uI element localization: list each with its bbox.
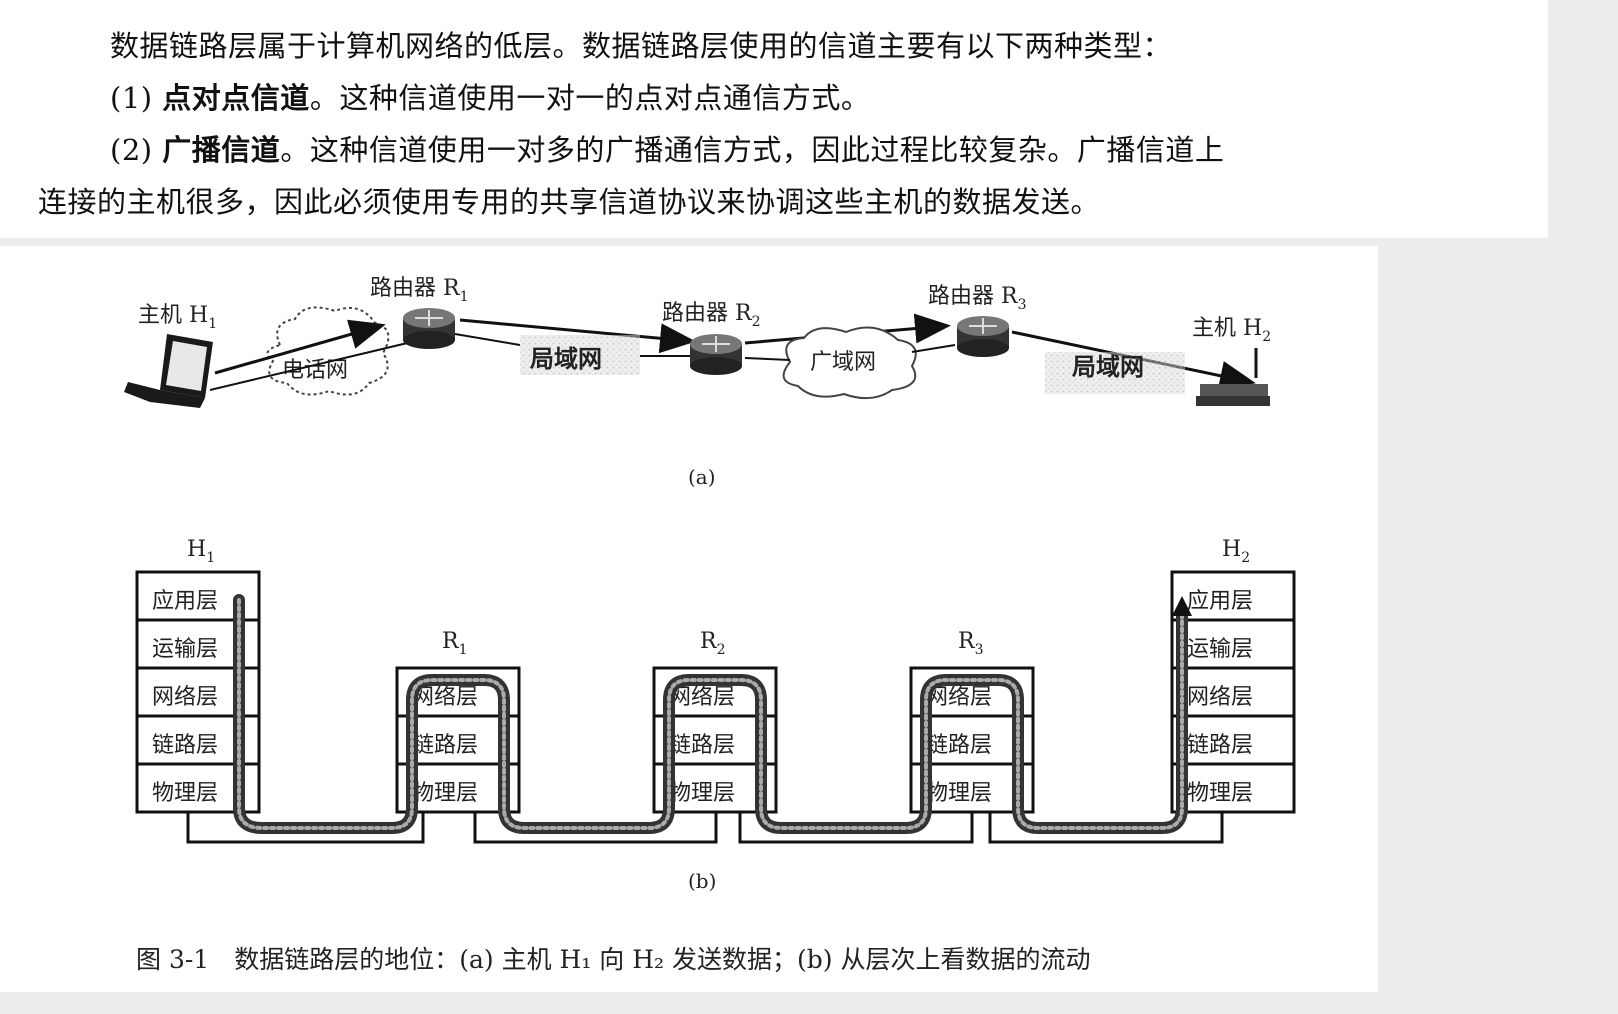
stack-h2: 应用层 运输层 网络层 链路层 物理层 H2 [1170,537,1296,814]
r3-link-layer: 链路层 [926,733,992,758]
router-r3-label: 路由器 R3 [928,284,1026,313]
lan1-area: 局域网 [520,335,640,375]
laptop-icon [124,334,213,408]
router-r1-label: 路由器 R1 [370,276,468,305]
h1-link-layer: 链路层 [152,733,218,758]
h2-link-layer: 链路层 [1187,733,1253,758]
router-r3-icon [957,316,1009,357]
router-r1-icon [403,308,455,349]
r1-link-layer: 链路层 [412,733,478,758]
r2-network-layer: 网络层 [669,685,735,710]
flow-arrowhead-icon [1172,596,1192,616]
figure-a: 主机 H1 电话网 路由器 R1 局域网 [124,276,1271,489]
router-r2-label: 路由器 R2 [662,301,760,330]
desktop-icon [1196,348,1270,406]
h1-app-layer: 应用层 [152,589,218,614]
h2-app-layer: 应用层 [1187,589,1253,614]
term-broadcast: 广播信道 [162,133,281,167]
figure-b: 应用层 运输层 网络层 链路层 物理层 H1 网络层 链路层 物理层 R1 网络… [135,537,1296,893]
h2-network-layer: 网络层 [1187,685,1253,710]
h1-transport-layer: 运输层 [152,637,218,662]
link-h1-r1 [214,319,386,375]
figure-b-label: (b) [688,869,716,893]
lan1-label: 局域网 [530,344,602,373]
r1-network-layer: 网络层 [412,685,478,710]
r3-network-layer: 网络层 [926,685,992,710]
r3-label: R3 [958,629,984,658]
figure-caption: 图 3-1 数据链路层的地位：(a) 主机 H₁ 向 H₂ 发送数据；(b) 从… [136,945,1091,974]
h1-network-layer: 网络层 [152,685,218,710]
data-flow-path [233,594,1192,834]
paragraph-broadcast-cont: 连接的主机很多，因此必须使用专用的共享信道协议来协调这些主机的数据发送。 [38,185,1101,219]
r2-label: R2 [700,629,726,658]
paragraph-intro: 数据链路层属于计算机网络的低层。数据链路层使用的信道主要有以下两种类型： [110,29,1173,63]
r1-label: R1 [442,629,468,658]
h2-physical-layer: 物理层 [1187,781,1253,806]
h1-label: H1 [187,537,215,566]
h1-physical-layer: 物理层 [152,781,218,806]
host-h1-label: 主机 H1 [138,303,217,332]
paragraph-point-to-point: (1) 点对点信道。这种信道使用一对一的点对点通信方式。 [110,81,871,115]
link-h1-r1-phone [209,339,421,391]
lan2-label: 局域网 [1072,352,1144,381]
router-r2-icon [690,334,742,375]
paragraph-broadcast: (2) 广播信道。这种信道使用一对多的广播通信方式，因此过程比较复杂。广播信道上 [110,133,1225,167]
r2-physical-layer: 物理层 [669,781,735,806]
wan-label: 广域网 [810,350,876,375]
term-point-to-point: 点对点信道 [162,81,310,115]
figure-a-label: (a) [688,465,716,489]
lan2-area: 局域网 [1045,352,1185,394]
r1-physical-layer: 物理层 [412,781,478,806]
r3-physical-layer: 物理层 [926,781,992,806]
link-r1-r2 [459,318,696,354]
host-h2-label: 主机 H2 [1192,316,1271,345]
wan-cloud: 广域网 [782,326,917,400]
text-panel: 数据链路层属于计算机网络的低层。数据链路层使用的信道主要有以下两种类型： (1)… [0,0,1548,238]
r2-link-layer: 链路层 [669,733,735,758]
h2-transport-layer: 运输层 [1187,637,1253,662]
physical-links [186,812,1224,844]
h2-label: H2 [1222,537,1250,566]
